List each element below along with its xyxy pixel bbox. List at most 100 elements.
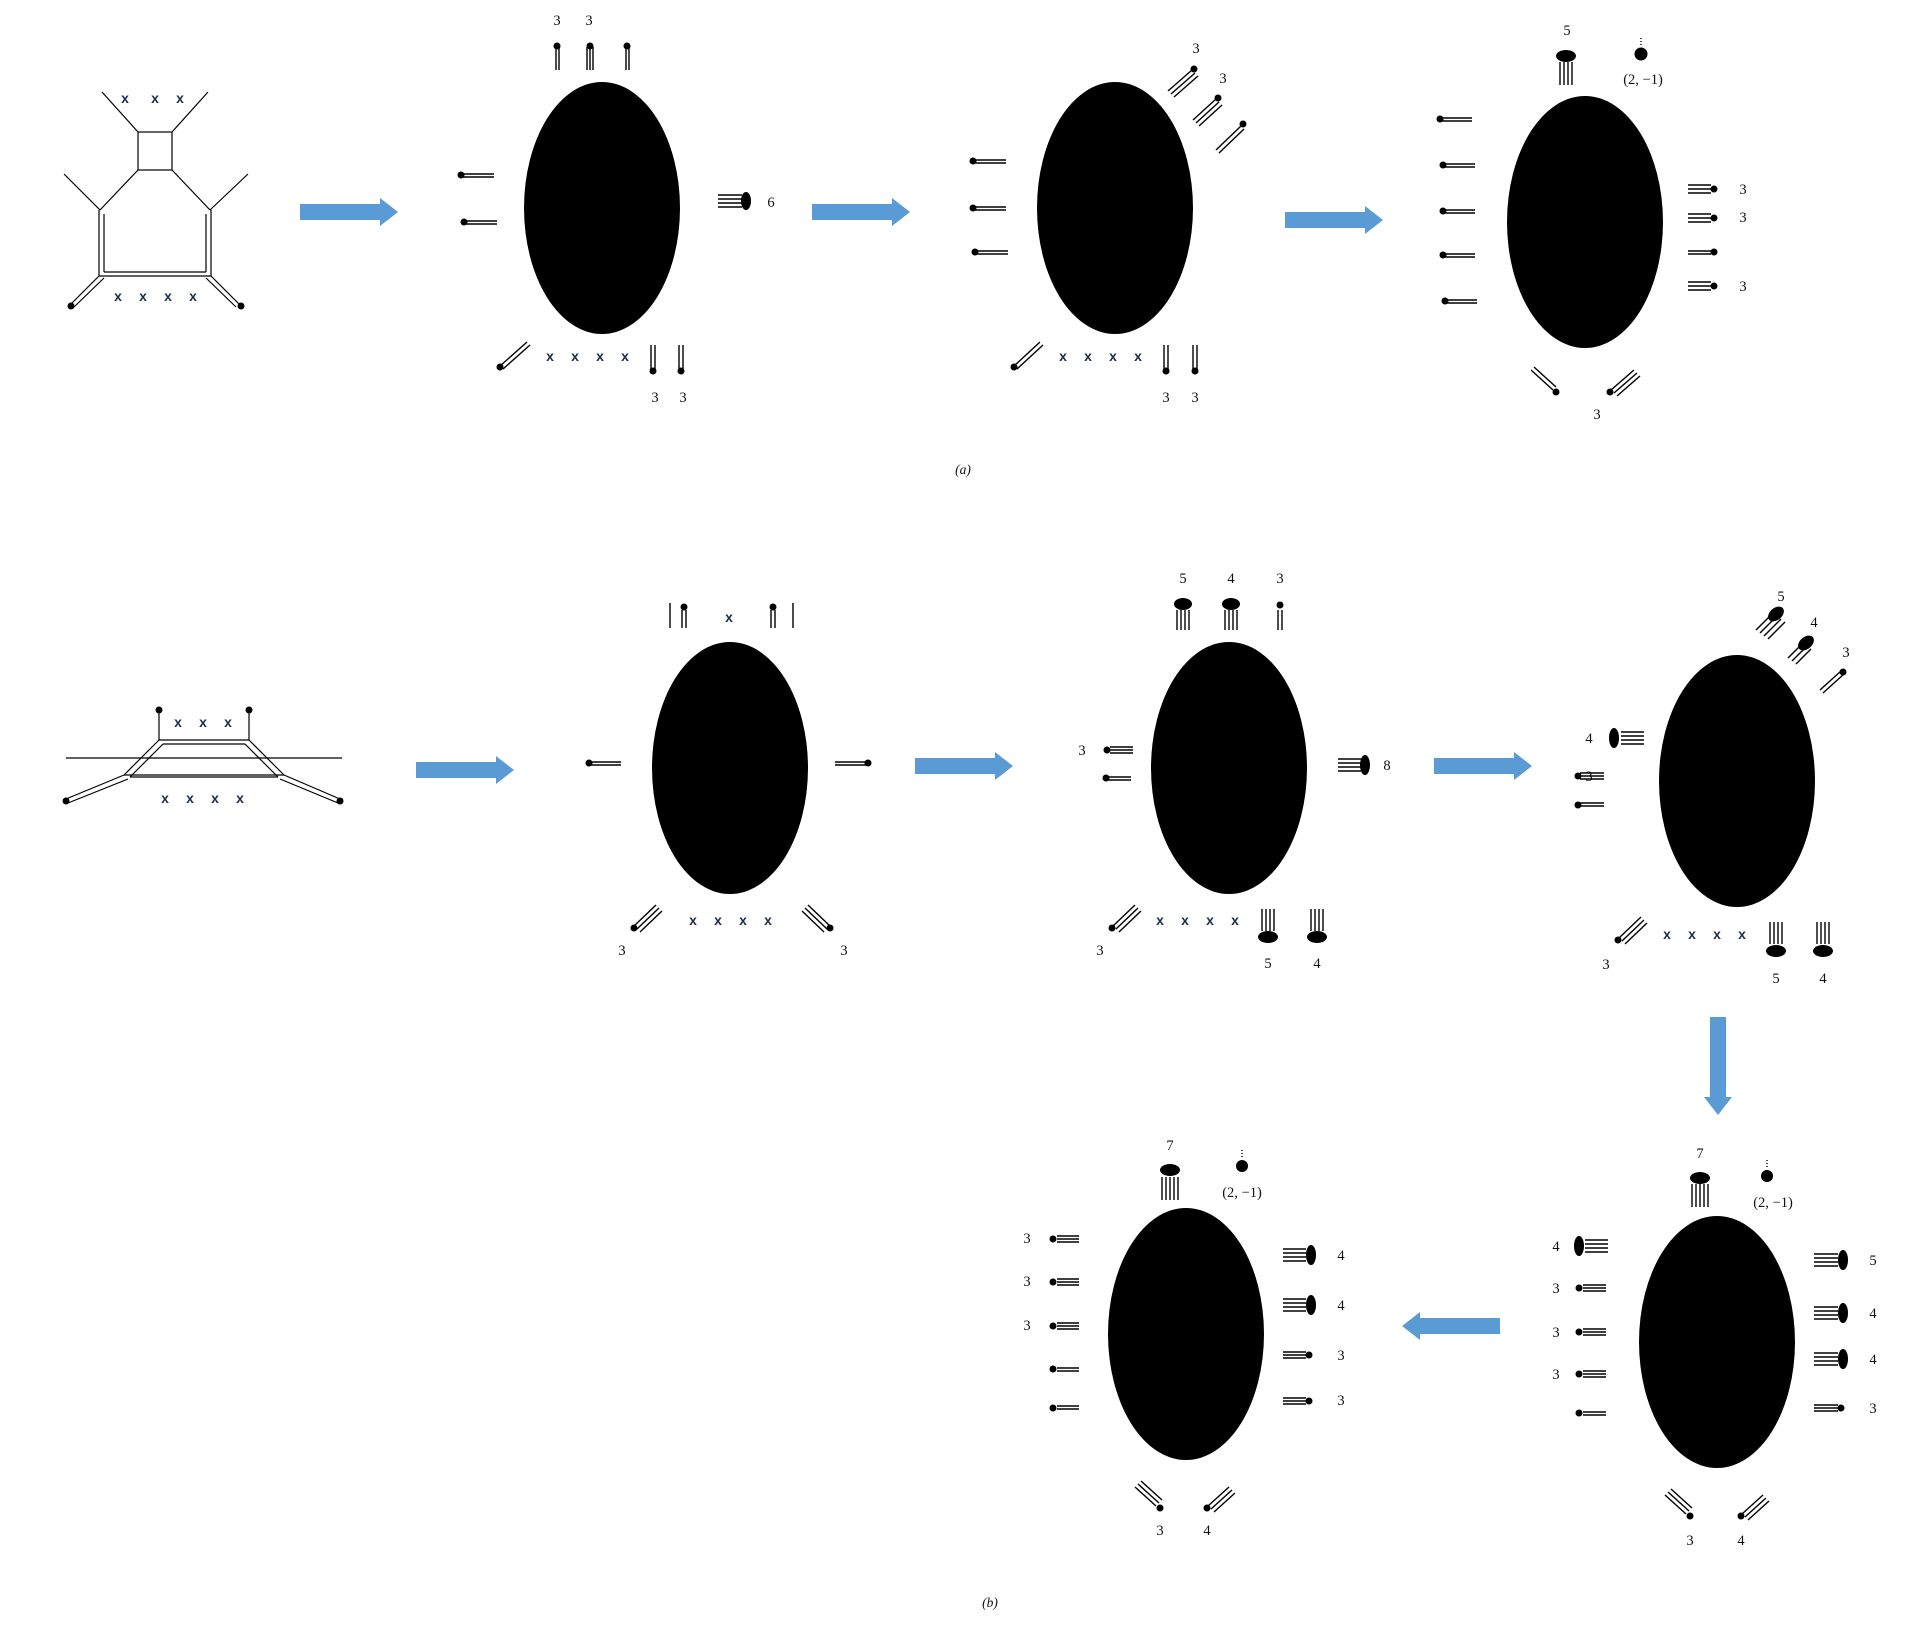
brane-stubs bbox=[1583, 1160, 1838, 1521]
brane-endpoints bbox=[1049, 1160, 1316, 1512]
label: 3 bbox=[1842, 645, 1849, 661]
label: 3 bbox=[585, 13, 592, 29]
svg-text:x: x bbox=[1156, 912, 1164, 928]
label: 3 bbox=[1337, 1393, 1344, 1409]
label: (2, −1) bbox=[1222, 1185, 1262, 1201]
svg-text:x: x bbox=[199, 714, 207, 730]
svg-text:x: x bbox=[1663, 926, 1671, 942]
cross-marks: x x x x bbox=[1663, 926, 1746, 942]
cross-marks: x x x x bbox=[546, 348, 629, 364]
label: 3 bbox=[618, 943, 625, 959]
label: (2, −1) bbox=[1753, 1195, 1793, 1211]
label: 4 bbox=[1552, 1239, 1560, 1255]
label: 3 bbox=[1078, 743, 1085, 759]
web-diagram-b0 bbox=[65, 712, 342, 804]
label: 3 bbox=[1023, 1274, 1030, 1290]
label: 3 bbox=[840, 943, 847, 959]
label: 3 bbox=[1192, 41, 1199, 57]
svg-text:x: x bbox=[714, 912, 722, 928]
svg-text:x: x bbox=[725, 609, 733, 625]
svg-text:x: x bbox=[621, 348, 629, 364]
svg-text:x: x bbox=[114, 288, 122, 304]
right-arrow bbox=[416, 756, 514, 784]
brane-endpoints bbox=[969, 65, 1247, 375]
label: 3 bbox=[1096, 943, 1103, 959]
caption-a: (a) bbox=[955, 462, 971, 477]
label: 3 bbox=[1023, 1318, 1030, 1334]
web-diagram-a0 bbox=[63, 91, 249, 308]
brane-endpoints bbox=[1574, 606, 1847, 957]
black-blob bbox=[524, 82, 680, 334]
right-arrow bbox=[300, 198, 398, 226]
brane-endpoints bbox=[457, 42, 751, 375]
label: 4 bbox=[1819, 971, 1827, 987]
right-arrow bbox=[812, 198, 910, 226]
label: 3 bbox=[553, 13, 560, 29]
label: 5 bbox=[1777, 589, 1784, 605]
svg-text:x: x bbox=[1206, 912, 1214, 928]
black-blob bbox=[1639, 1216, 1795, 1468]
svg-text:x: x bbox=[161, 790, 169, 806]
cross-marks: x x x x x x x bbox=[114, 90, 197, 304]
down-arrow bbox=[1704, 1017, 1732, 1115]
cross-marks: x x x x x bbox=[689, 609, 772, 928]
brane-stubs bbox=[461, 47, 742, 370]
svg-text:x: x bbox=[1134, 348, 1142, 364]
label: 3 bbox=[1686, 1533, 1693, 1549]
label: (2, −1) bbox=[1623, 72, 1663, 88]
svg-text:x: x bbox=[121, 90, 129, 106]
label: 3 bbox=[1162, 390, 1169, 406]
label: 4 bbox=[1227, 571, 1235, 587]
svg-text:x: x bbox=[164, 288, 172, 304]
black-blob bbox=[652, 642, 808, 894]
label: 5 bbox=[1264, 956, 1271, 972]
label: 3 bbox=[1156, 1523, 1163, 1539]
brane-stubs bbox=[589, 603, 866, 933]
end-point bbox=[67, 302, 75, 310]
label: 4 bbox=[1337, 1298, 1345, 1314]
right-arrow bbox=[1434, 752, 1532, 780]
cross-marks: x x x x x x x bbox=[161, 714, 244, 806]
svg-text:x: x bbox=[236, 790, 244, 806]
svg-text:x: x bbox=[1109, 348, 1117, 364]
svg-text:x: x bbox=[764, 912, 772, 928]
svg-text:x: x bbox=[224, 714, 232, 730]
label: 4 bbox=[1737, 1533, 1745, 1549]
label: 4 bbox=[1337, 1248, 1345, 1264]
svg-text:x: x bbox=[571, 348, 579, 364]
label: 3 bbox=[1739, 279, 1746, 295]
brane-stubs bbox=[1108, 610, 1361, 933]
brane-endpoints bbox=[1574, 1170, 1848, 1520]
label: 3 bbox=[1276, 571, 1283, 587]
svg-text:x: x bbox=[189, 288, 197, 304]
brane-stubs bbox=[1580, 612, 1845, 945]
label: 3 bbox=[1552, 1281, 1559, 1297]
svg-text:x: x bbox=[174, 714, 182, 730]
brane-stubs bbox=[1057, 1150, 1306, 1513]
label: 7 bbox=[1166, 1138, 1173, 1154]
label: 3 bbox=[1191, 390, 1198, 406]
svg-text:x: x bbox=[689, 912, 697, 928]
svg-text:x: x bbox=[139, 288, 147, 304]
svg-text:x: x bbox=[1738, 926, 1746, 942]
label: 3 bbox=[1869, 1401, 1876, 1417]
brane-endpoints bbox=[62, 706, 344, 805]
label: 4 bbox=[1869, 1352, 1877, 1368]
black-blob bbox=[1037, 82, 1193, 334]
svg-text:x: x bbox=[596, 348, 604, 364]
label: 3 bbox=[1552, 1367, 1559, 1383]
label: 4 bbox=[1869, 1306, 1877, 1322]
label: 4 bbox=[1313, 956, 1321, 972]
label: 3 bbox=[1585, 769, 1592, 785]
label: 3 bbox=[651, 390, 658, 406]
label: 4 bbox=[1810, 615, 1818, 631]
label: 3 bbox=[1552, 1325, 1559, 1341]
brane-endpoints bbox=[1436, 47, 1718, 396]
left-arrow bbox=[1402, 1312, 1500, 1340]
caption-b: (b) bbox=[982, 1595, 998, 1610]
label: 5 bbox=[1869, 1253, 1876, 1269]
label: 3 bbox=[1219, 71, 1226, 87]
label: 3 bbox=[1337, 1348, 1344, 1364]
svg-text:x: x bbox=[1713, 926, 1721, 942]
label: 5 bbox=[1563, 23, 1570, 39]
